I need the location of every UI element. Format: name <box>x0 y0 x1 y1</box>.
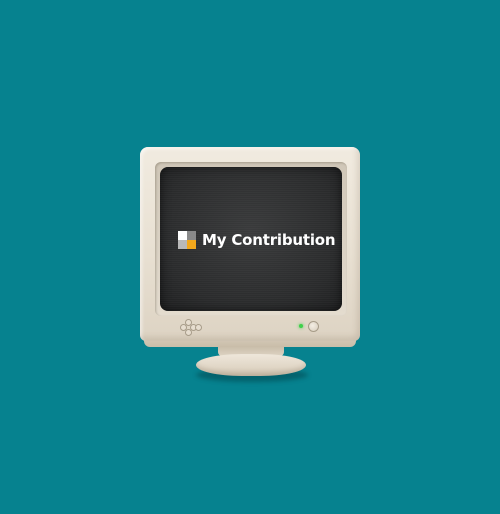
control-buttons <box>180 319 208 336</box>
logo: My Contribution <box>178 230 336 250</box>
crt-monitor: My Contribution <box>138 147 362 377</box>
control-button-right[interactable] <box>195 324 202 331</box>
monitor-bezel: My Contribution <box>140 147 360 341</box>
monitor-neck <box>218 346 284 356</box>
monitor-base <box>196 354 306 376</box>
logo-square-top-left <box>178 231 187 240</box>
logo-mark-icon <box>178 231 196 249</box>
monitor-screen: My Contribution <box>160 167 342 311</box>
control-button-left[interactable] <box>180 324 187 331</box>
logo-square-bottom-right <box>187 240 196 249</box>
control-button-up[interactable] <box>185 319 192 326</box>
power-led-icon <box>299 324 303 328</box>
logo-square-top-right <box>187 231 196 240</box>
control-button-down[interactable] <box>185 329 192 336</box>
power-button[interactable] <box>308 321 319 332</box>
logo-text: My Contribution <box>202 231 336 249</box>
logo-square-bottom-left <box>178 240 187 249</box>
